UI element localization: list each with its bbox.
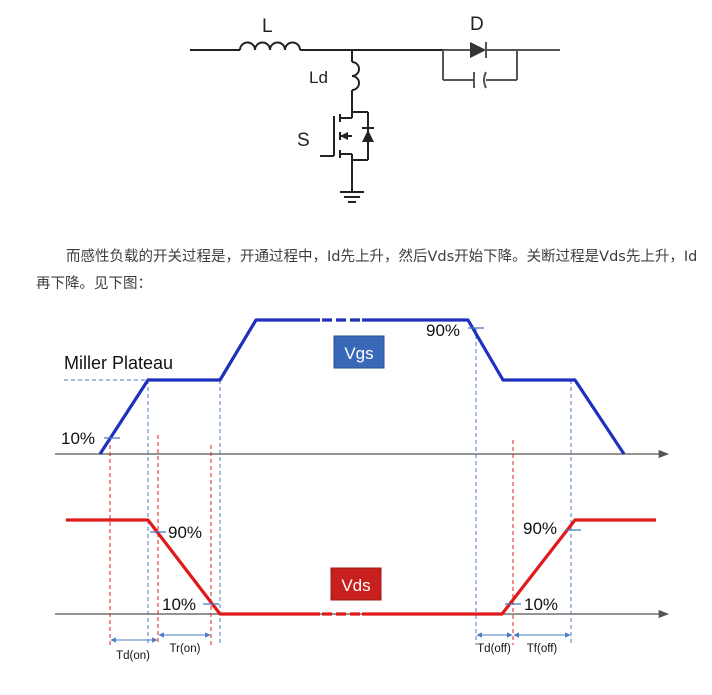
label-d: D [470, 14, 484, 35]
interval-arrows [110, 632, 571, 643]
description-paragraph: 而感性负载的开关过程是，开通过程中，Id先上升，然后Vds开始下降。关断过程是V… [36, 249, 698, 292]
miller-plateau-label: Miller Plateau [64, 353, 173, 373]
td-on-label: Td(on) [116, 650, 150, 662]
tf-off-label: Tf(off) [527, 643, 558, 655]
inductor-l [239, 41, 301, 51]
vds-waveform [66, 518, 656, 616]
switching-timing-diagram: 10% 90% 90% 10% 10% 90% Miller Plateau V… [55, 318, 670, 662]
vgs-box [333, 335, 385, 369]
vds-90pct-off-label: 90% [523, 519, 557, 538]
vgs-waveform [98, 318, 626, 455]
body-diode-icon [362, 130, 374, 142]
vgs-10pct-label: 10% [61, 429, 95, 448]
tr-on-label: Tr(on) [170, 643, 201, 655]
vgs-90pct-label: 90% [426, 321, 460, 340]
vds-box-label: Vds [341, 576, 370, 595]
vds-90pct-on-label: 90% [168, 523, 202, 542]
mosfet-arrow [340, 132, 348, 140]
vgs-box-label: Vgs [344, 344, 373, 363]
vds-box [330, 567, 382, 601]
label-l: L [262, 16, 273, 37]
mosfet-s [320, 111, 369, 180]
ground-icon [340, 180, 364, 203]
td-off-label: Td(off) [477, 643, 511, 655]
circuit-schematic: L Ld S D [190, 14, 560, 203]
level-ticks [104, 327, 581, 605]
vds-10pct-on-label: 10% [162, 595, 196, 614]
blue-guides [64, 328, 572, 645]
label-ld: Ld [309, 68, 328, 87]
vds-10pct-off-label: 10% [524, 595, 558, 614]
inductor-ld [351, 61, 360, 91]
label-s: S [297, 130, 310, 151]
diode-d [442, 42, 560, 89]
red-guides [109, 435, 514, 645]
